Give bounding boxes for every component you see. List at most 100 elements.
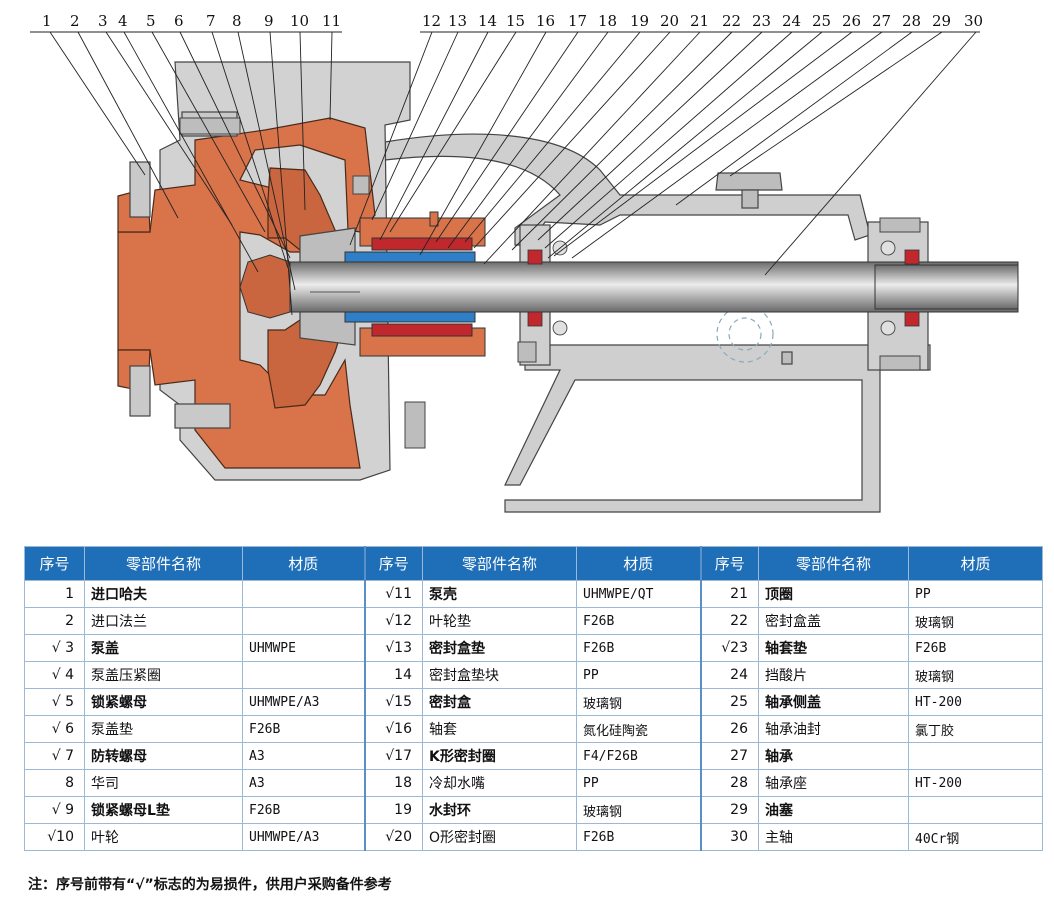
table-row: √ 6 泵盖垫 F26B √16 轴套 氮化硅陶瓷 26 轴承油封 氯丁胶 bbox=[24, 715, 1043, 743]
part-name: 顶圈 bbox=[758, 580, 909, 608]
header-name: 零部件名称 bbox=[422, 546, 577, 581]
part-no: √ 9 bbox=[24, 796, 85, 824]
part-name: 密封盒盖 bbox=[758, 607, 909, 635]
bearing-frame bbox=[384, 133, 931, 513]
part-material: UHMWPE/A3 bbox=[242, 688, 365, 716]
part-name: 泵壳 bbox=[422, 580, 577, 608]
part-no: √15 bbox=[363, 688, 423, 716]
header-name: 零部件名称 bbox=[84, 546, 243, 581]
callout-17: 17 bbox=[568, 12, 587, 30]
header-material: 材质 bbox=[576, 546, 701, 581]
part-name: 冷却水嘴 bbox=[422, 769, 577, 797]
callout-15: 15 bbox=[506, 12, 525, 30]
callout-23: 23 bbox=[752, 12, 771, 30]
part-no: √ 4 bbox=[24, 661, 85, 689]
part-name: 叶轮 bbox=[84, 823, 243, 851]
callout-20: 20 bbox=[660, 12, 679, 30]
part-material: F26B bbox=[242, 796, 365, 824]
part-name: 进口法兰 bbox=[84, 607, 243, 635]
part-name: 主轴 bbox=[758, 823, 909, 851]
part-material: UHMWPE/A3 bbox=[242, 823, 365, 851]
part-material: F26B bbox=[908, 634, 1043, 662]
table-row: √ 7 防转螺母 A3 √17 K形密封圈 F4/F26B 27 轴承 bbox=[24, 742, 1043, 770]
bolts bbox=[179, 117, 921, 449]
callout-4: 4 bbox=[118, 12, 128, 30]
callout-27: 27 bbox=[872, 12, 891, 30]
main-shaft bbox=[239, 254, 1019, 319]
table-row: √ 3 泵盖 UHMWPE √13 密封盒垫 F26B √23 轴套垫 F26B bbox=[24, 634, 1043, 662]
callout-5: 5 bbox=[146, 12, 156, 30]
callout-13: 13 bbox=[448, 12, 467, 30]
part-name: 锁紧螺母L垫 bbox=[84, 796, 243, 824]
part-material: PP bbox=[908, 580, 1043, 608]
part-name: 轴承 bbox=[758, 742, 909, 770]
part-no: √ 6 bbox=[24, 715, 85, 743]
callout-18: 18 bbox=[598, 12, 617, 30]
part-material: HT-200 bbox=[908, 769, 1043, 797]
part-no: 25 bbox=[699, 688, 759, 716]
callout-29: 29 bbox=[932, 12, 951, 30]
part-no: √ 7 bbox=[24, 742, 85, 770]
part-no: 30 bbox=[699, 823, 759, 851]
callout-14: 14 bbox=[478, 12, 497, 30]
part-no: √11 bbox=[363, 580, 423, 608]
callout-8: 8 bbox=[232, 12, 242, 30]
part-name: 水封环 bbox=[422, 796, 577, 824]
part-material bbox=[242, 661, 365, 689]
part-name: 轴承侧盖 bbox=[758, 688, 909, 716]
part-name: 轴承座 bbox=[758, 769, 909, 797]
header-no: 序号 bbox=[699, 546, 759, 581]
part-name: 叶轮垫 bbox=[422, 607, 577, 635]
part-no: 8 bbox=[24, 769, 85, 797]
pump-cross-section-diagram: 1 2 3 4 5 6 7 8 9 10 11 12 13 14 15 16 1… bbox=[30, 12, 1019, 513]
table-row: √ 4 泵盖压紧圈 14 密封盒垫块 PP 24 挡酸片 玻璃钢 bbox=[24, 661, 1043, 689]
part-material: F4/F26B bbox=[576, 742, 701, 770]
seal-box-assembly bbox=[344, 211, 486, 357]
callout-11: 11 bbox=[322, 12, 341, 30]
part-name: 进口哈夫 bbox=[84, 580, 243, 608]
part-material: PP bbox=[576, 661, 701, 689]
callout-24: 24 bbox=[782, 12, 801, 30]
part-name: 轴套 bbox=[422, 715, 577, 743]
part-no: √23 bbox=[699, 634, 759, 662]
part-name: 油塞 bbox=[758, 796, 909, 824]
part-material: A3 bbox=[242, 742, 365, 770]
part-name: O形密封圈 bbox=[422, 823, 577, 851]
part-no: √ 3 bbox=[24, 634, 85, 662]
part-material: PP bbox=[576, 769, 701, 797]
part-no: 27 bbox=[699, 742, 759, 770]
callout-2: 2 bbox=[70, 12, 80, 30]
callout-22: 22 bbox=[722, 12, 741, 30]
table-row: √ 5 锁紧螺母 UHMWPE/A3 √15 密封盒 玻璃钢 25 轴承侧盖 H… bbox=[24, 688, 1043, 716]
part-name: 泵盖 bbox=[84, 634, 243, 662]
part-name: 锁紧螺母 bbox=[84, 688, 243, 716]
callout-30: 30 bbox=[964, 12, 983, 30]
part-name: 泵盖压紧圈 bbox=[84, 661, 243, 689]
part-material: F26B bbox=[242, 715, 365, 743]
callout-9: 9 bbox=[264, 12, 274, 30]
bearings bbox=[527, 240, 920, 336]
table-row: 2 进口法兰 √12 叶轮垫 F26B 22 密封盒盖 玻璃钢 bbox=[24, 607, 1043, 635]
part-material: 玻璃钢 bbox=[576, 688, 701, 716]
callout-26: 26 bbox=[842, 12, 861, 30]
callout-1: 1 bbox=[42, 12, 52, 30]
hidden-outline bbox=[716, 305, 774, 363]
part-no: 2 bbox=[24, 607, 85, 635]
part-material: 玻璃钢 bbox=[908, 607, 1043, 635]
leader-lines bbox=[30, 31, 980, 316]
callout-3: 3 bbox=[98, 12, 108, 30]
part-no: 18 bbox=[363, 769, 423, 797]
table-row: 8 华司 A3 18 冷却水嘴 PP 28 轴承座 HT-200 bbox=[24, 769, 1043, 797]
part-name: 轴套垫 bbox=[758, 634, 909, 662]
part-no: 22 bbox=[699, 607, 759, 635]
part-name: K形密封圈 bbox=[422, 742, 577, 770]
part-no: 29 bbox=[699, 796, 759, 824]
part-no: 19 bbox=[363, 796, 423, 824]
callout-numbers: 1 2 3 4 5 6 7 8 9 10 11 12 13 14 15 16 1… bbox=[42, 12, 983, 30]
part-name: 华司 bbox=[84, 769, 243, 797]
part-material: 玻璃钢 bbox=[908, 661, 1043, 689]
callout-16: 16 bbox=[536, 12, 555, 30]
part-material: UHMWPE/QT bbox=[576, 580, 701, 608]
part-no: √17 bbox=[363, 742, 423, 770]
part-material bbox=[908, 742, 1043, 770]
